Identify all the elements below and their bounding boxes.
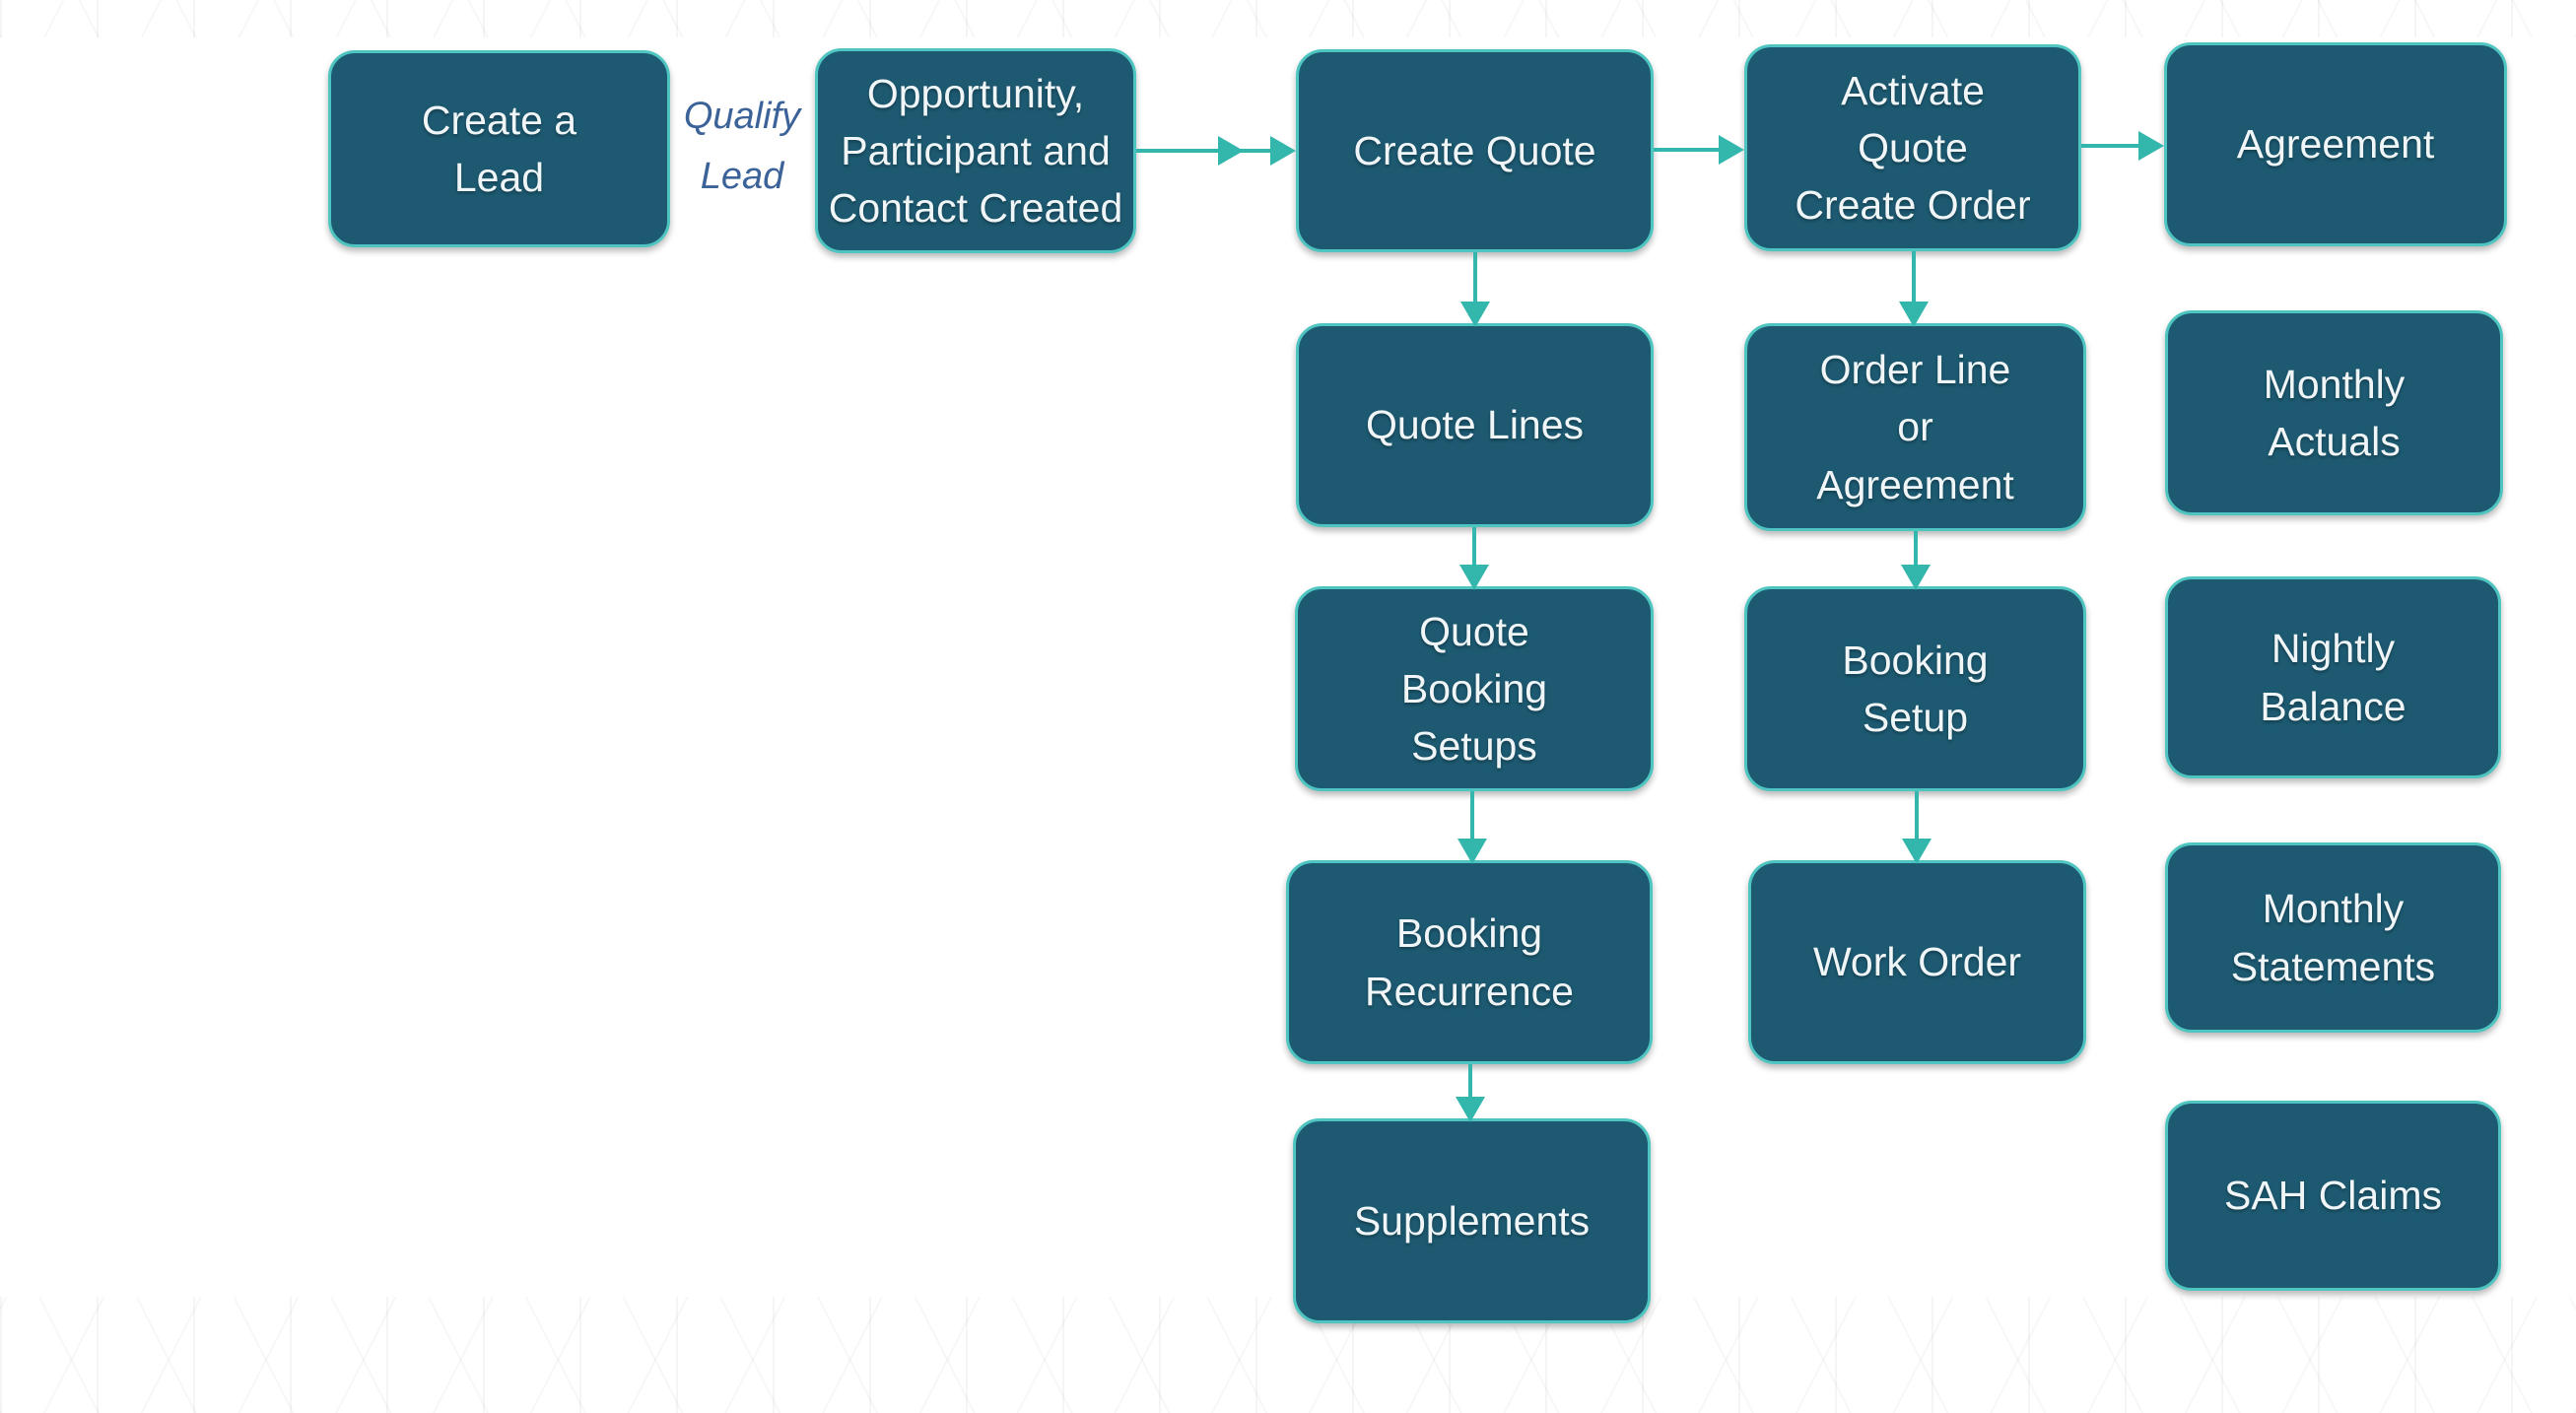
arrow-activate-quote-create-order-to-order-line-or-agreement-head [1899, 302, 1929, 327]
arrow-opportunity-participant-contact-created-to-create-quote-line [1136, 149, 1288, 153]
arrow-quote-booking-setups-to-booking-recurrence-head [1457, 839, 1487, 864]
node-label: Agreement [2236, 121, 2435, 168]
node-label: Nightly Balance [2260, 626, 2407, 729]
arrow-activate-quote-create-order-to-agreement-head-0 [2138, 131, 2164, 161]
node-label: Activate Quote Create Order [1795, 67, 2031, 229]
arrow-create-quote-to-activate-quote-create-order-line [1654, 148, 1736, 152]
node-label: Create a Lead [421, 97, 577, 200]
node-create-a-lead: Create a Lead [328, 50, 670, 247]
node-label: Create Quote [1353, 127, 1596, 173]
node-label: Monthly Actuals [2263, 361, 2406, 464]
node-label: Quote Booking Setups [1400, 608, 1548, 770]
arrow-booking-setup-to-work-order-head [1902, 839, 1932, 864]
background-pattern-top [0, 0, 2576, 37]
arrow-booking-recurrence-to-supplements-line [1468, 1064, 1472, 1110]
node-booking-recurrence: Booking Recurrence [1286, 860, 1653, 1064]
node-quote-booking-setups: Quote Booking Setups [1295, 586, 1654, 791]
node-monthly-actuals: Monthly Actuals [2165, 310, 2503, 515]
node-order-line-or-agreement: Order Line or Agreement [1744, 323, 2086, 531]
node-nightly-balance: Nightly Balance [2165, 576, 2501, 778]
arrow-create-quote-to-activate-quote-create-order-head-0 [1719, 135, 1744, 165]
node-booking-setup: Booking Setup [1744, 586, 2086, 791]
node-monthly-statements: Monthly Statements [2165, 842, 2501, 1033]
arrow-order-line-or-agreement-to-booking-setup-head [1901, 565, 1931, 590]
edge-label-qualify-lead: Qualify Lead [683, 96, 801, 197]
arrow-opportunity-participant-contact-created-to-create-quote-head-1 [1270, 136, 1296, 166]
arrow-quote-booking-setups-to-booking-recurrence-line [1470, 791, 1474, 852]
node-agreement: Agreement [2164, 42, 2507, 246]
node-label: Work Order [1812, 939, 2022, 985]
arrow-create-quote-to-quote-lines-head [1460, 302, 1490, 327]
node-label: Booking Recurrence [1365, 910, 1574, 1014]
arrow-quote-lines-to-quote-booking-setups-line [1472, 527, 1476, 578]
arrow-activate-quote-create-order-to-order-line-or-agreement-line [1912, 251, 1916, 315]
arrow-booking-setup-to-work-order-line [1915, 791, 1919, 852]
arrow-booking-recurrence-to-supplements-head [1456, 1097, 1485, 1122]
arrow-order-line-or-agreement-to-booking-setup-line [1914, 531, 1918, 578]
arrow-opportunity-participant-contact-created-to-create-quote-head-0 [1217, 136, 1244, 166]
background-pattern-bottom [0, 1297, 2576, 1413]
node-label: Opportunity, Participant and Contact Cre… [828, 70, 1123, 232]
node-work-order: Work Order [1748, 860, 2086, 1064]
node-sah-claims: SAH Claims [2165, 1101, 2501, 1291]
node-label: Order Line or Agreement [1816, 347, 2014, 507]
node-supplements: Supplements [1293, 1118, 1651, 1323]
node-label: SAH Claims [2224, 1173, 2442, 1219]
node-label: Monthly Statements [2230, 886, 2436, 989]
node-label: Booking Setup [1842, 637, 1989, 740]
arrow-create-quote-to-quote-lines-line [1473, 252, 1477, 315]
node-label: Supplements [1353, 1197, 1591, 1244]
arrow-activate-quote-create-order-to-agreement-line [2081, 144, 2156, 148]
node-quote-lines: Quote Lines [1296, 323, 1654, 527]
node-opportunity-participant-contact-created: Opportunity, Participant and Contact Cre… [815, 48, 1136, 253]
node-activate-quote-create-order: Activate Quote Create Order [1744, 44, 2081, 251]
node-create-quote: Create Quote [1296, 49, 1654, 252]
arrow-quote-lines-to-quote-booking-setups-head [1459, 565, 1489, 590]
node-label: Quote Lines [1365, 402, 1585, 448]
